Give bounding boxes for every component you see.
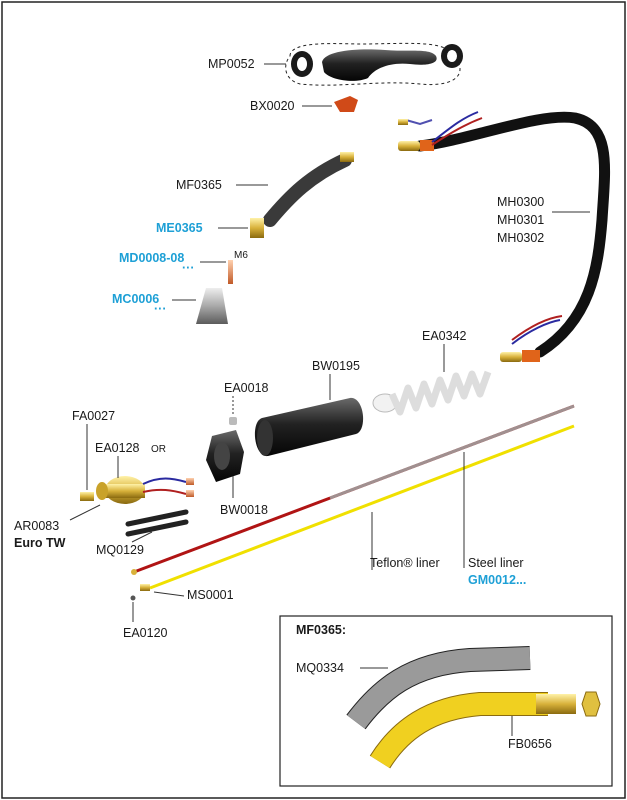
ea0120-part	[130, 595, 136, 601]
label-ea0120: EA0120	[123, 626, 168, 640]
inset-box: MF0365: MQ0334 FB0656	[279, 615, 613, 787]
fa0027-part	[80, 492, 94, 501]
neck-part	[263, 153, 352, 227]
label-or: OR	[151, 444, 166, 455]
label-mp0052: MP0052	[208, 57, 255, 71]
label-ar0083: AR0083	[14, 519, 59, 533]
label-fb0656: FB0656	[508, 737, 552, 751]
fb0656-thread	[536, 694, 576, 714]
label-ea0018: EA0018	[224, 381, 269, 395]
label-bw0195: BW0195	[312, 359, 360, 373]
label-euro-tw: Euro TW	[14, 536, 66, 550]
bx0020-part	[334, 96, 358, 112]
label-mq0129: MQ0129	[96, 543, 144, 557]
label-mf0365: MF0365	[176, 178, 222, 192]
label-ea0342: EA0342	[422, 329, 467, 343]
neck-thread	[340, 152, 354, 162]
label-me0365: ME0365	[156, 221, 203, 235]
label-m6: M6	[234, 250, 248, 261]
teflon-liner-end	[329, 404, 575, 500]
label-ea0128: EA0128	[95, 441, 140, 455]
label-mh0302: MH0302	[497, 231, 544, 245]
label-teflon-liner: Teflon® liner	[370, 556, 440, 570]
md0008-dots: ···	[182, 261, 195, 275]
hose-assembly	[398, 111, 611, 362]
fb0656-nut	[581, 691, 601, 717]
ea0018-part	[229, 417, 237, 425]
label-mh0300: MH0300	[497, 195, 544, 209]
euro-connector	[96, 476, 194, 504]
steel-liner	[149, 424, 575, 590]
inset-title: MF0365:	[296, 623, 346, 637]
fb0656-part	[370, 693, 548, 769]
label-mq0334: MQ0334	[296, 661, 344, 675]
label-fa0027: FA0027	[72, 409, 115, 423]
md0008-part	[228, 260, 233, 284]
label-bx0020: BX0020	[250, 99, 295, 113]
label-md0008: MD0008-08	[119, 251, 184, 265]
ms0001-part	[140, 584, 150, 591]
label-bw0018: BW0018	[220, 503, 268, 517]
spring-part	[372, 370, 492, 416]
label-mh0301: MH0301	[497, 213, 544, 227]
mq0334-part	[347, 647, 531, 729]
teflon-liner-tip	[131, 569, 137, 575]
label-mc0006: MC0006	[112, 292, 159, 306]
mq0129-part	[125, 509, 189, 537]
label-steel-liner: Steel liner	[468, 556, 524, 570]
me0365-part	[250, 218, 264, 238]
handle-part	[285, 42, 463, 86]
label-ms0001: MS0001	[187, 588, 234, 602]
bw0018-part	[206, 430, 244, 482]
mc0006-part	[196, 288, 228, 324]
label-gm0012: GM0012...	[468, 573, 526, 587]
mc0006-dots: ···	[154, 302, 167, 316]
grip-part	[254, 397, 364, 457]
